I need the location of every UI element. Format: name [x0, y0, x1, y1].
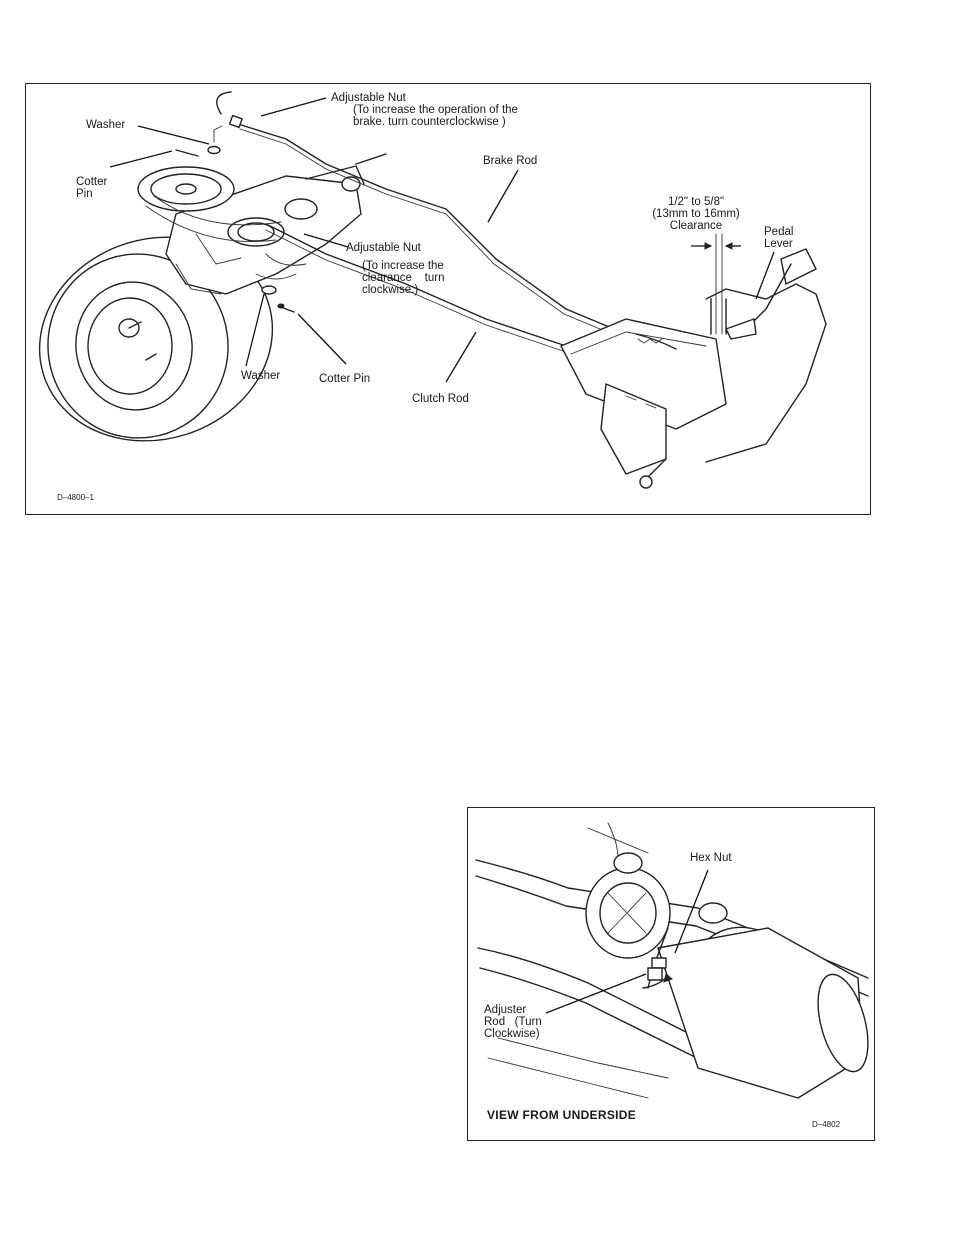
figure-id: D–4802	[812, 1120, 841, 1129]
adjustable-nut-mid-note-end: clockwise.)	[362, 284, 419, 296]
pedal-lever-label-cont: Lever	[764, 238, 793, 250]
adjuster-rod-label: Adjuster	[484, 1004, 527, 1016]
adjuster-rod-label-end: Clockwise)	[484, 1028, 540, 1040]
cotter-pin-top-label-cont: Pin	[76, 188, 93, 200]
callout-leaders	[109, 97, 775, 383]
adjustable-nut-mid-label: Adjustable Nut	[346, 242, 421, 254]
washer-bottom-shape	[261, 285, 277, 295]
adjuster-rod-label-cont: Rod (Turn	[484, 1016, 542, 1028]
adjuster-rod-assembly	[642, 927, 673, 989]
clearance-metric-label: (13mm to 16mm)	[652, 208, 740, 220]
adjustable-nut-mid-note-cont: clearance turn	[362, 272, 445, 284]
view-caption: VIEW FROM UNDERSIDE	[487, 1108, 637, 1122]
cotter-pin-top-label: Cotter	[76, 176, 108, 188]
transaxle-assembly	[137, 153, 387, 295]
callout-leaders	[545, 869, 709, 1014]
clearance-dimension	[691, 233, 741, 335]
adjustable-nut-top-note-cont: brake. turn counterclockwise )	[353, 116, 506, 128]
adjustable-nut-top-note: (To increase the operation of the	[353, 104, 518, 116]
pedal-bracket-assembly	[560, 248, 827, 489]
adjustable-nut-mid-note: (To increase the	[362, 260, 444, 272]
cotter-pin-bottom-label: Cotter Pin	[319, 373, 371, 385]
figure-brake-clutch-rods: Adjustable Nut (To increase the operatio…	[25, 83, 871, 515]
brake-drum-housing	[585, 852, 869, 1099]
underside-adjuster-drawing	[475, 822, 869, 1099]
adjustable-nut-top-label: Adjustable Nut	[331, 92, 406, 104]
pedal-lever-label: Pedal	[764, 226, 794, 238]
washer-bottom-label: Washer	[241, 370, 281, 382]
figure-id: D–4800–1	[57, 493, 94, 502]
adjustable-nut-top	[228, 114, 243, 129]
brake-rod-label: Brake Rod	[483, 155, 538, 167]
clutch-rod-label: Clutch Rod	[412, 393, 469, 405]
hex-nut-label: Hex Nut	[690, 852, 732, 864]
clearance-label: 1/2" to 5/8"	[667, 196, 725, 208]
washer-top-shape	[207, 145, 221, 155]
brake-clutch-linkage-drawing	[38, 91, 827, 489]
washer-top-label: Washer	[86, 119, 126, 131]
snap-ring	[216, 91, 232, 115]
figure-underside-view: Hex Nut Adjuster Rod (Turn Clockwise) VI…	[467, 807, 875, 1141]
clearance-word-label: Clearance	[669, 220, 723, 232]
cotter-pin-top-shape	[175, 149, 199, 157]
